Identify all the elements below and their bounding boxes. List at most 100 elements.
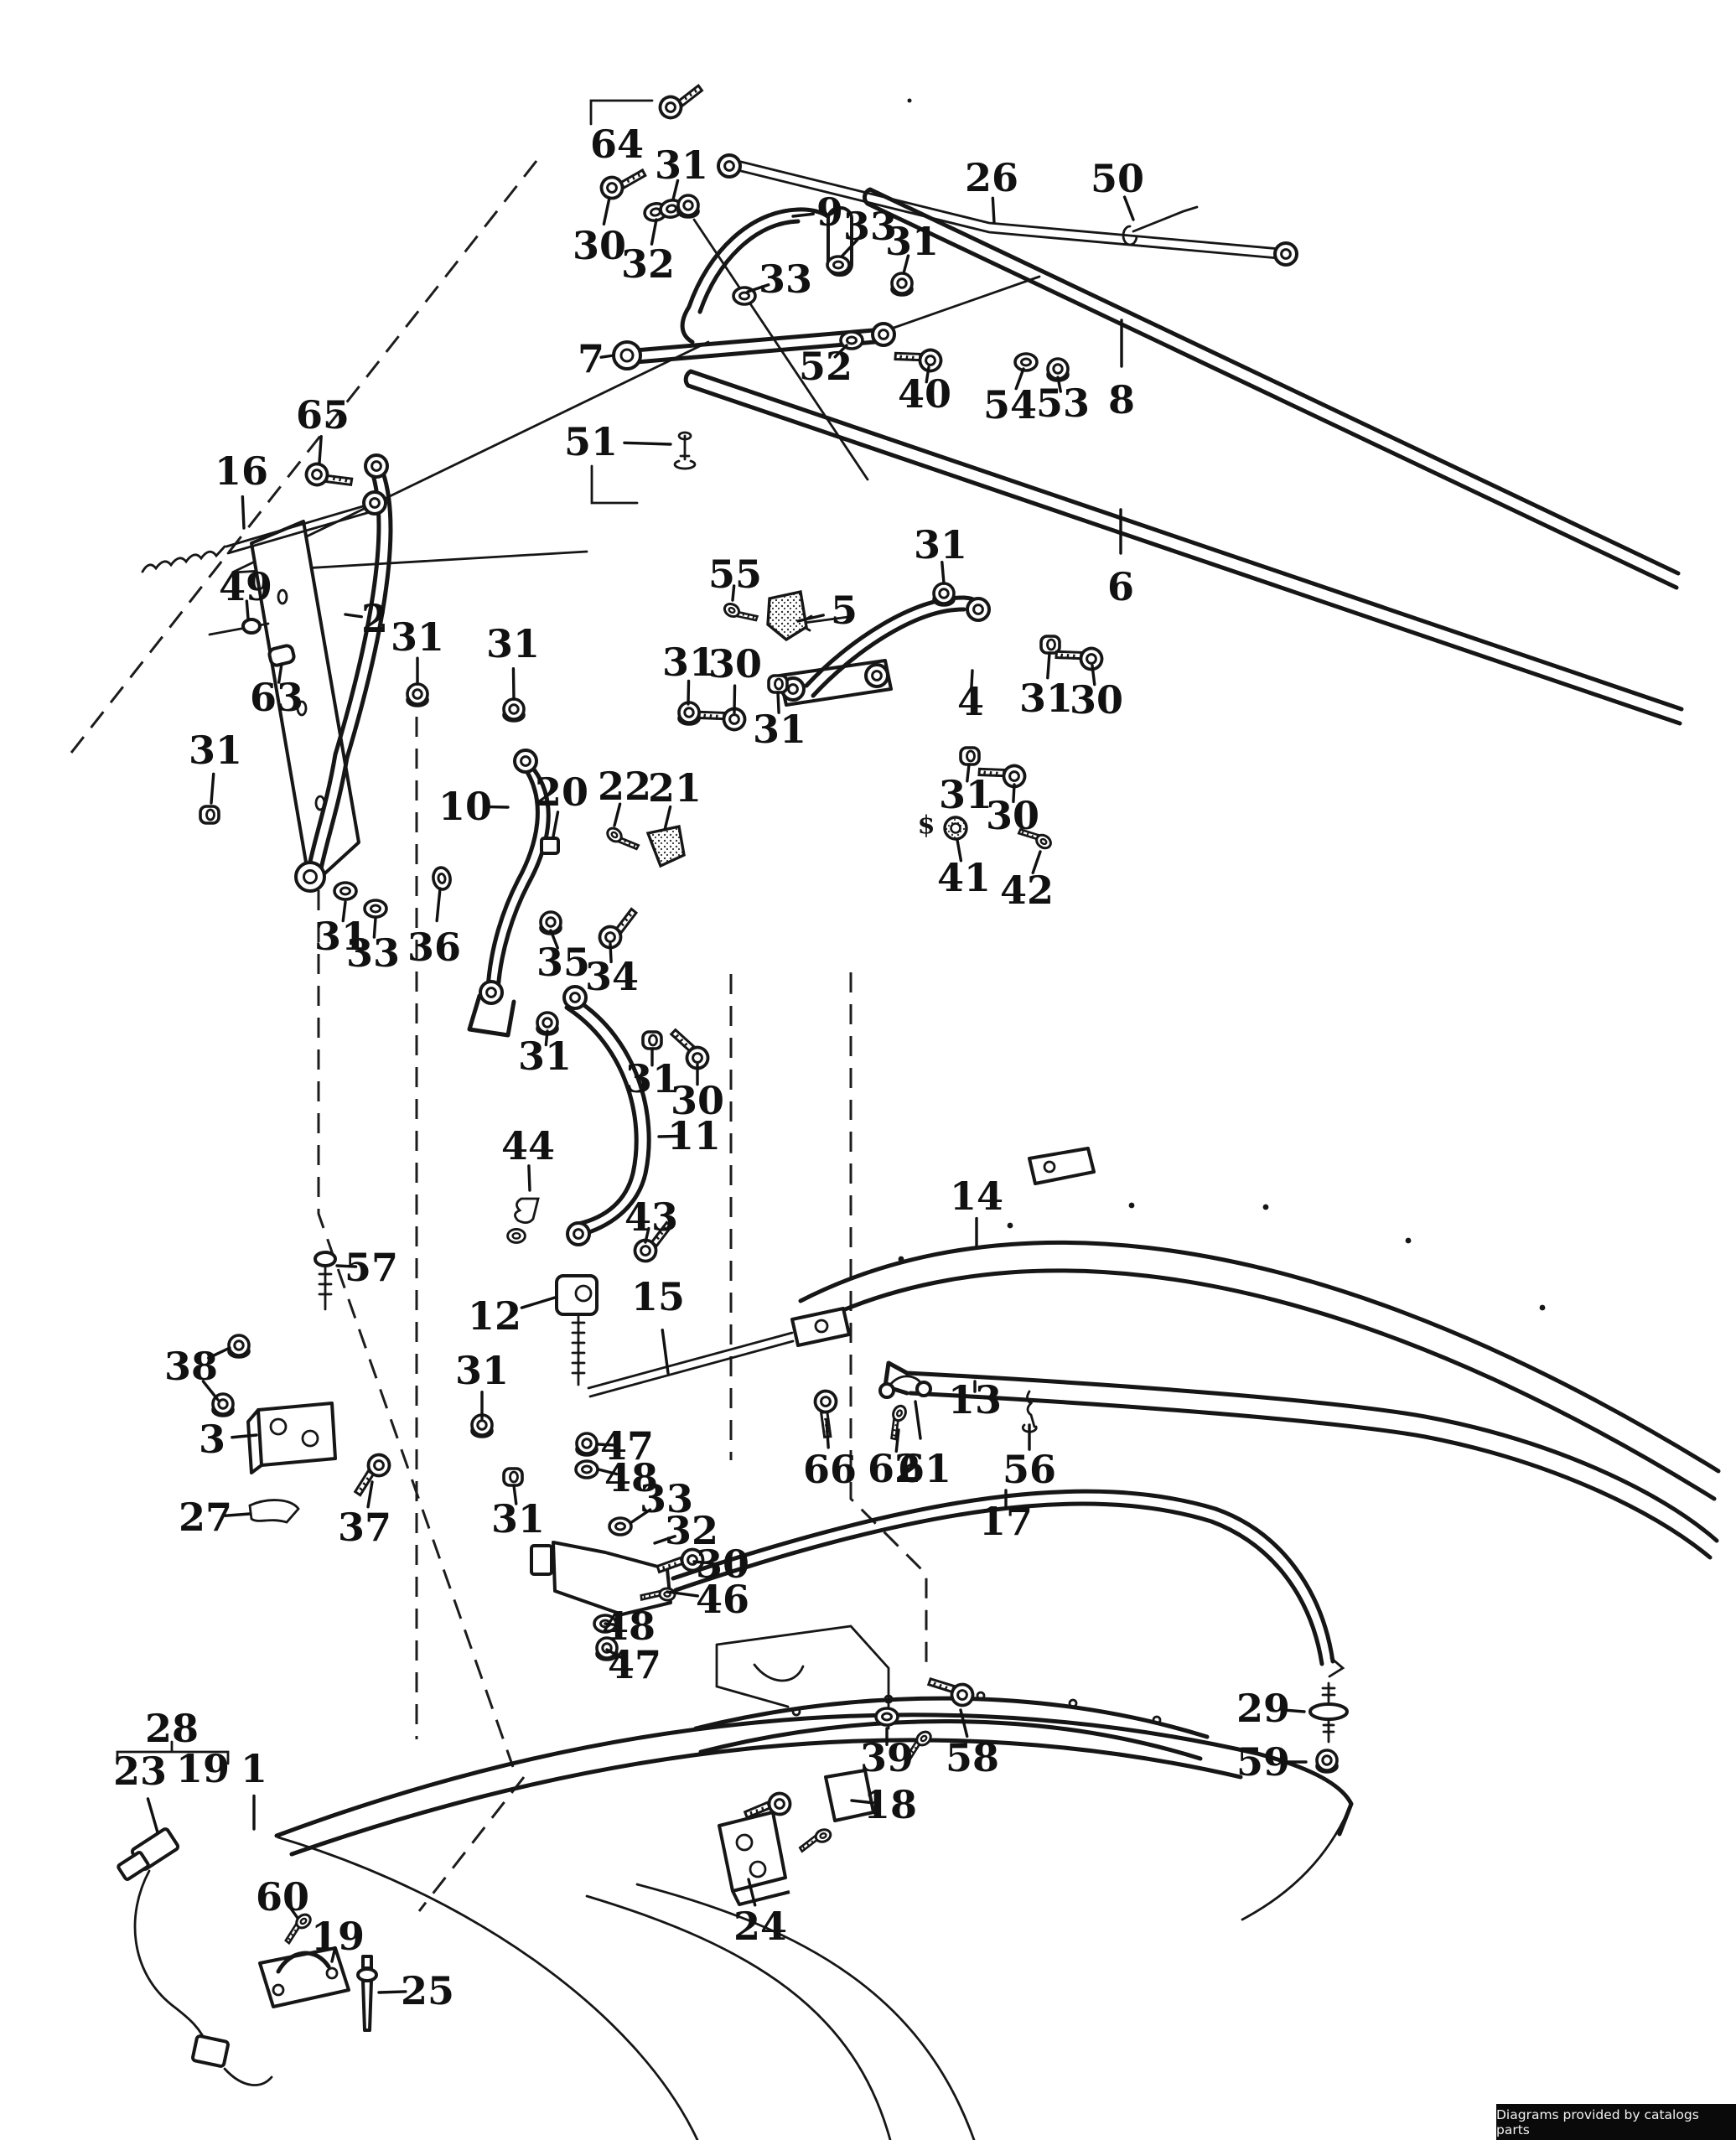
part-callout-31-49: 31 [625, 1056, 679, 1101]
part-callout-48-58: 48 [604, 1455, 658, 1500]
grommet-31-h [959, 746, 981, 766]
header-plate-17-18 [715, 1624, 890, 1730]
stop-wedge-5 [766, 589, 808, 642]
dashed-bottom-left [417, 1776, 526, 1912]
leader-line [902, 254, 910, 275]
part-callout-57-66: 57 [345, 1245, 398, 1290]
nut-47-upper [575, 1432, 599, 1457]
leader-line [731, 584, 736, 602]
link-arm-10 [485, 762, 551, 993]
part-callout-32-61: 32 [665, 1508, 718, 1553]
nut-31-rail [890, 272, 914, 297]
bows-group [587, 1147, 1721, 1560]
arm-11-bottom-eyelet [566, 1221, 591, 1246]
rivet [1262, 1204, 1269, 1210]
part-callout-1-83: 1 [241, 1746, 267, 1791]
leader-line [224, 1512, 251, 1517]
bolt-57-shank [318, 1264, 333, 1311]
rivet [1007, 1222, 1013, 1229]
pin-25-shank [361, 1979, 373, 2032]
arm-2-lower-bushing-hole [303, 869, 318, 884]
leader-line [623, 441, 672, 446]
leader-line [604, 1622, 620, 1627]
leader-line [657, 1134, 680, 1138]
dashed-boundaries [70, 160, 928, 1912]
bushing-63 [267, 644, 296, 667]
washer-39-icon [874, 1707, 899, 1727]
latch-hole [272, 1983, 285, 1997]
bracket-46-flange [530, 1544, 553, 1576]
screw-62-icon [882, 1402, 911, 1442]
bow-13-left-end [883, 1360, 909, 1396]
bolt-30-top-icon [598, 168, 650, 202]
part-callout-31-31: 31 [314, 914, 368, 959]
leader-line [825, 1419, 830, 1449]
leader-line [520, 1296, 557, 1309]
link-61-ring [915, 1381, 932, 1397]
part-callout-31-56: 31 [455, 1348, 509, 1393]
bolt-30-right-icon [1053, 635, 1106, 675]
link-plate-bushing-right [864, 663, 889, 688]
part-callout-52-11: 52 [799, 344, 852, 389]
grommet-31-e [199, 805, 220, 825]
screw-51-icon [673, 431, 697, 470]
part-callout-31-23: 31 [391, 614, 444, 660]
bracket-3-group [211, 1251, 396, 1524]
leader-line [833, 344, 848, 359]
pointer-strut-to-rail [880, 275, 1041, 334]
channel-hole [296, 700, 308, 717]
washer-32-lower [506, 1227, 526, 1244]
leader-line [894, 1428, 900, 1453]
switch-cable-23 [133, 1869, 210, 2049]
front-bow-1-outer [274, 1713, 1354, 1838]
leader-line [512, 1484, 518, 1505]
part-callout-8-15: 8 [1108, 377, 1135, 422]
leader-line [644, 1226, 650, 1244]
rod-eyelet-left [717, 153, 742, 179]
part-callout-31-25: 31 [189, 728, 242, 773]
bracket-3-hole [269, 1417, 288, 1436]
part-callout-35-33: 35 [536, 940, 590, 985]
watermark-badge: Diagrams provided by catalogs parts [1496, 2104, 1736, 2140]
nut-31-c [406, 682, 429, 707]
leader-line [335, 1264, 358, 1268]
leader-line [959, 1708, 969, 1738]
hinge-24-hole [749, 1860, 767, 1878]
leader-line [661, 1328, 670, 1375]
part-callout-27-69: 27 [179, 1495, 232, 1540]
part-callout-7-10: 7 [578, 336, 604, 381]
part-callout-48-64: 48 [602, 1604, 656, 1649]
clip-44 [514, 1197, 540, 1224]
pin-49-collar [241, 618, 262, 635]
leader-line [1280, 1708, 1306, 1713]
part-callout-6-17: 6 [1107, 564, 1134, 609]
stud-29-upper-thread [1321, 1681, 1336, 1703]
part-callout-22-28: 22 [598, 764, 651, 809]
leader-line [599, 354, 615, 359]
part-callout-33-7: 33 [759, 256, 812, 302]
leader-line [650, 218, 658, 246]
leader-line [544, 1029, 549, 1047]
bow-link-11 [564, 997, 651, 1236]
leader-line [840, 238, 859, 258]
part-callout-31-45: 31 [662, 640, 716, 685]
arm-2-lower-bushing [294, 861, 326, 893]
part-callout-43-53: 43 [624, 1194, 678, 1240]
leader-line [201, 1380, 220, 1402]
part-callout-30-42: 30 [986, 793, 1039, 838]
leader-line [511, 667, 516, 701]
part-callout-10-26: 10 [438, 784, 492, 829]
link-61-ring [878, 1382, 895, 1399]
part-callout-9-4: 9 [816, 189, 843, 235]
strip-hole [791, 1707, 801, 1717]
part-callout-38-67: 38 [164, 1344, 218, 1389]
rivet [1405, 1237, 1412, 1244]
arm-4-eyelet [966, 597, 991, 622]
part-callout-17-77: 17 [979, 1499, 1033, 1544]
part-callout-30-40: 30 [1070, 677, 1123, 723]
part-callout-31-24: 31 [486, 621, 540, 666]
part-callout-62-74: 62 [868, 1446, 921, 1491]
nut-38-a [227, 1334, 251, 1359]
